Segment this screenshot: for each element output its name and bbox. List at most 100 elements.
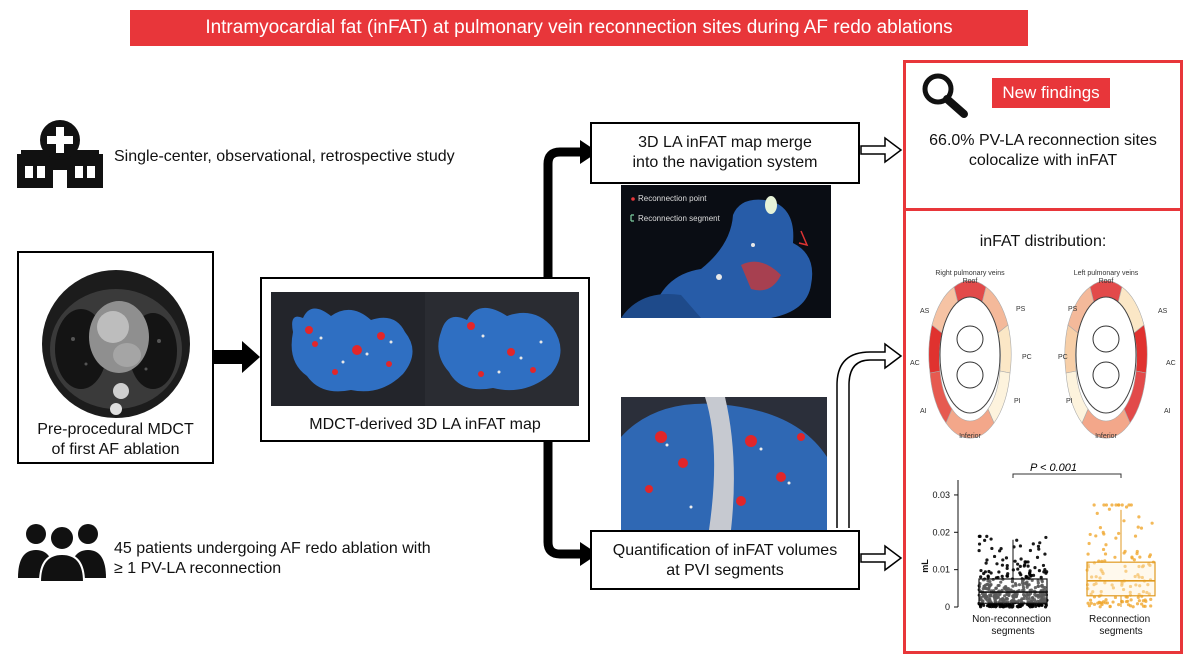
data-point <box>1121 587 1126 592</box>
data-point <box>977 548 981 553</box>
data-point <box>1004 596 1009 601</box>
data-point <box>1021 585 1026 590</box>
new-findings-badge: New findings <box>992 78 1110 108</box>
data-point <box>1130 556 1134 560</box>
data-point <box>1036 581 1040 585</box>
distribution-title: inFAT distribution: <box>979 233 1107 250</box>
page-title: Intramyocardial fat (inFAT) at pulmonary… <box>205 17 953 38</box>
data-point <box>1092 503 1096 507</box>
data-point <box>1016 605 1020 609</box>
data-point <box>1129 598 1133 602</box>
data-point <box>1141 589 1146 594</box>
data-point <box>1000 563 1005 567</box>
data-point <box>998 598 1002 602</box>
data-point <box>1010 579 1015 583</box>
quant-line-2: at PVI segments <box>666 562 784 579</box>
data-point <box>989 594 993 598</box>
data-point <box>1104 503 1109 507</box>
data-point <box>1014 594 1018 599</box>
data-point <box>1120 600 1125 604</box>
data-point <box>1036 584 1041 588</box>
data-point <box>1137 515 1141 519</box>
data-point <box>1011 595 1015 599</box>
box <box>978 578 1048 604</box>
y-ticks: 00.010.020.03 <box>932 490 958 612</box>
data-point <box>999 580 1003 584</box>
category-0-line-1: Non-reconnection <box>972 614 1051 625</box>
chart-pvalue: P < 0.001 <box>1030 462 1077 474</box>
patients-line-2: ≥ 1 PV-LA reconnection <box>114 560 282 577</box>
data-point <box>1007 603 1012 607</box>
inFAT-map-box: MDCT-derived 3D LA inFAT map <box>260 277 590 442</box>
data-point <box>978 534 982 539</box>
category-1-line-1: Reconnection <box>1089 614 1150 625</box>
bullseye-left-title: Left pulmonary veins <box>1074 270 1139 277</box>
data-point <box>1018 564 1022 568</box>
data-point <box>1040 603 1044 607</box>
data-point <box>1113 555 1117 559</box>
data-point <box>1034 604 1038 608</box>
data-point <box>1092 602 1097 606</box>
category-label-reconnection: Reconnection segments <box>1089 614 1153 637</box>
data-point <box>1026 592 1030 597</box>
data-point <box>1098 576 1102 580</box>
outline-arrows <box>835 130 905 585</box>
data-point <box>1040 593 1044 597</box>
ct-scan-image <box>41 269 191 419</box>
data-point <box>1086 552 1090 556</box>
data-point <box>1030 596 1035 600</box>
map-box-text: MDCT-derived 3D LA inFAT map <box>309 416 541 433</box>
data-point <box>989 583 993 587</box>
left-label-inferior: Inferior <box>1095 433 1117 440</box>
data-point <box>1011 584 1015 588</box>
quantification-box: Quantification of inFAT volumes at PVI s… <box>590 530 860 590</box>
data-point <box>1042 570 1046 574</box>
category-label-non-reconnection: Non-reconnection segments <box>972 614 1054 637</box>
data-point <box>1025 597 1029 601</box>
data-point <box>1043 552 1047 556</box>
data-point <box>1101 547 1106 552</box>
findings-line-1: 66.0% PV-LA reconnection sites <box>929 132 1157 149</box>
data-point <box>1123 564 1127 568</box>
merge-line-2: into the navigation system <box>632 154 818 171</box>
data-point <box>1150 521 1154 525</box>
data-point <box>1088 532 1092 537</box>
data-point <box>1031 573 1036 577</box>
data-point <box>1090 575 1094 579</box>
data-point <box>1126 599 1130 603</box>
data-point <box>1036 599 1040 603</box>
data-point <box>1099 589 1103 594</box>
data-point <box>1127 503 1131 507</box>
data-point <box>1001 558 1005 562</box>
left-label-pc: PC <box>1058 354 1068 361</box>
data-point <box>1136 525 1140 529</box>
data-point <box>1089 601 1093 605</box>
left-label-roof: Roof <box>1099 278 1114 285</box>
data-point <box>1095 511 1099 515</box>
data-point <box>983 538 987 542</box>
data-point <box>1117 503 1121 507</box>
data-point <box>1004 556 1009 560</box>
data-point <box>1140 602 1144 606</box>
data-point <box>1027 596 1031 601</box>
data-point <box>1100 570 1104 574</box>
quant-line-1: Quantification of inFAT volumes <box>612 542 838 559</box>
data-point <box>1028 570 1032 575</box>
data-point <box>1147 555 1152 559</box>
data-point <box>1022 596 1026 601</box>
mdct-line-2: of first AF ablation <box>51 441 180 458</box>
new-findings-label: New findings <box>1002 83 1100 102</box>
data-point <box>1135 552 1139 556</box>
data-point <box>1128 584 1133 589</box>
legend-reconnection-segment: Reconnection segment <box>638 214 720 223</box>
data-point <box>1092 583 1096 587</box>
data-point <box>1148 563 1152 567</box>
data-point <box>982 603 986 607</box>
data-point <box>979 568 983 573</box>
data-point <box>1114 536 1118 540</box>
merge-box-text: 3D LA inFAT map merge into the navigatio… <box>592 124 858 173</box>
data-point <box>1004 586 1008 590</box>
data-point <box>1149 597 1153 602</box>
data-point <box>1015 538 1019 542</box>
data-point <box>985 534 989 539</box>
